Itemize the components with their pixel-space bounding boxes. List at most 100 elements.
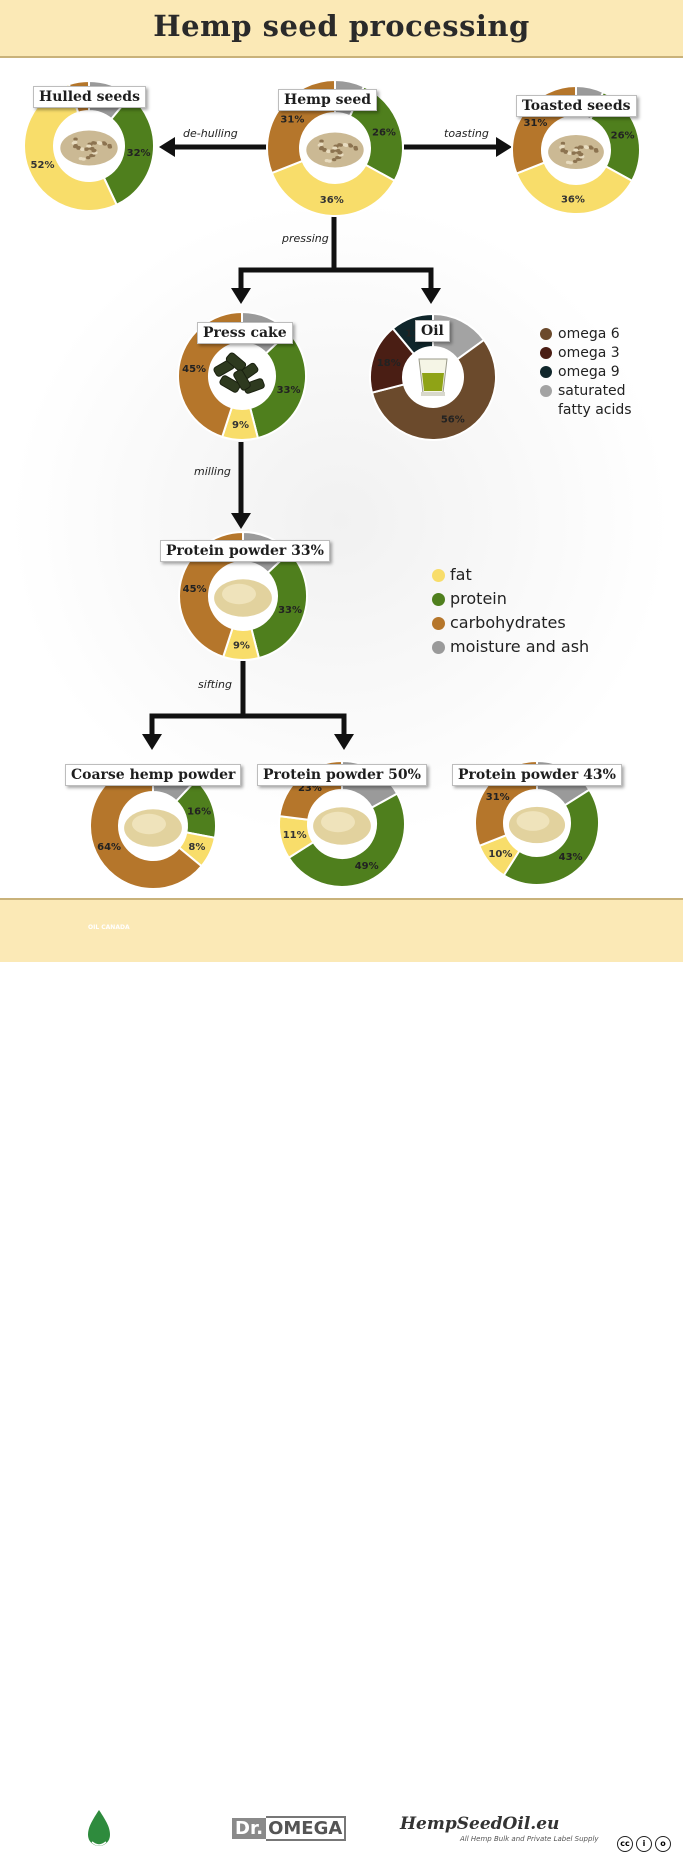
arrowhead-oil <box>421 288 441 304</box>
oil-legend: omega 6 omega 3 omega 9 saturated fatty aci… <box>540 325 660 420</box>
label-protein43: Protein powder 43% <box>452 764 622 786</box>
slice-label-hemp_seed-protein: 26% <box>372 128 396 139</box>
legend-swatch-omega6 <box>540 328 552 340</box>
powder-image <box>313 807 371 845</box>
label-protein33: Protein powder 33% <box>160 540 330 562</box>
process-diagram: 26%36%31%32%52%5%26%36%31%33%9%45%56%18%… <box>10 78 670 890</box>
legend-swatch-carbohydrates <box>432 617 445 630</box>
slice-label-hemp_seed-fat: 36% <box>320 195 344 206</box>
arrowhead-coarse <box>142 734 162 750</box>
arrowhead-protein50 <box>334 734 354 750</box>
slice-label-protein33-protein: 33% <box>278 605 302 616</box>
legend-item-omega9: omega 9 <box>540 363 660 382</box>
slice-label-oil-omega3: 18% <box>377 358 401 369</box>
arrowhead-protein33 <box>231 513 251 529</box>
label-protein50: Protein powder 50% <box>257 764 427 786</box>
slice-label-protein43-carbohydrates: 31% <box>486 792 510 803</box>
legend-item-moisture: moisture and ash <box>432 635 632 659</box>
slice-label-protein43-protein: 43% <box>559 852 583 863</box>
background-glow <box>10 200 670 840</box>
donut-hulled: 32%52%5% <box>23 79 155 212</box>
slice-label-coarse-fat: 8% <box>188 842 205 853</box>
powder-image <box>508 806 566 844</box>
label-hulled: Hulled seeds <box>33 86 146 108</box>
legend-swatch-saturated <box>540 385 552 397</box>
legend-swatch-moisture <box>432 641 445 654</box>
footer-bar: OIL CANADA Dr.OMEGA HempSeedOil.eu All H… <box>0 898 683 1852</box>
slice-label-oil-omega6: 56% <box>441 415 465 426</box>
legend-label-protein: protein <box>450 589 507 608</box>
legend-label-carbohydrates: carbohydrates <box>450 613 566 632</box>
slice-label-protein50-fat: 11% <box>283 830 307 841</box>
edge-label-hemp_seed-press_cake: pressing <box>282 232 329 245</box>
seed-image <box>548 135 604 169</box>
by-icon: i <box>636 1836 652 1852</box>
legend-item-protein: protein <box>432 587 632 611</box>
edge-label-press_cake-protein33: milling <box>194 465 231 478</box>
pellet-image <box>213 352 265 394</box>
legend-item-omega6: omega 6 <box>540 325 660 344</box>
slice-label-protein50-protein: 49% <box>355 861 379 872</box>
powder-image <box>214 579 272 617</box>
slice-label-press_cake-protein: 33% <box>277 385 301 396</box>
nutrient-legend: fat protein carbohydrates moisture and ash <box>432 563 632 659</box>
legend-item-omega3: omega 3 <box>540 344 660 363</box>
edge-hemp_seed-press_cake <box>238 216 337 300</box>
slice-label-hulled-protein: 32% <box>127 148 151 159</box>
cc-icon: cc <box>617 1836 633 1852</box>
sa-icon: o <box>655 1836 671 1852</box>
seed-image <box>60 130 118 166</box>
label-oil: Oil <box>415 320 450 342</box>
legend-swatch-omega3 <box>540 347 552 359</box>
oil-canada-logo[interactable] <box>84 1808 114 1852</box>
slice-label-hemp_seed-carbohydrates: 31% <box>280 115 304 126</box>
edge-label-protein33-coarse: sifting <box>198 678 232 691</box>
powder-image <box>124 809 182 847</box>
edge-label-hemp_seed-toasted: toasting <box>444 127 489 140</box>
slice-label-press_cake-fat: 9% <box>232 420 249 431</box>
dr-omega-logo[interactable]: Dr.OMEGA <box>232 1816 347 1844</box>
arrowhead-toasted <box>496 137 512 157</box>
legend-label-omega3: omega 3 <box>558 345 620 361</box>
legend-label-moisture: moisture and ash <box>450 637 590 656</box>
donut-protein50: 49% 11% 23% <box>278 759 406 888</box>
page-title: Hemp seed processing <box>153 9 530 43</box>
oil-canada-text: OIL CANADA <box>88 924 130 931</box>
legend-swatch-fat <box>432 569 445 582</box>
slice-label-coarse-protein: 16% <box>187 807 211 818</box>
header-bar: Hemp seed processing <box>0 0 683 58</box>
slice-label-toasted-protein: 26% <box>611 130 635 141</box>
slice-label-toasted-carbohydrates: 31% <box>524 118 548 129</box>
label-coarse: Coarse hemp powder <box>65 764 242 786</box>
legend-label-omega9: omega 9 <box>558 364 620 380</box>
arrowhead-press_cake <box>231 288 251 304</box>
label-toasted: Toasted seeds <box>516 95 637 117</box>
hempseedoil-logo[interactable]: HempSeedOil.eu <box>400 1814 560 1834</box>
legend-swatch-protein <box>432 593 445 606</box>
slice-label-protein50-carbohydrates: 23% <box>298 783 322 794</box>
legend-label-fat: fat <box>450 565 472 584</box>
slice-label-coarse-carbohydrates: 64% <box>97 842 121 853</box>
arrowhead-hulled <box>159 137 175 157</box>
oil-glass-image <box>418 358 448 396</box>
slice-label-toasted-fat: 36% <box>561 194 585 205</box>
edge-label-hemp_seed-hulled: de-hulling <box>183 127 238 140</box>
seed-image <box>306 132 364 168</box>
legend-item-fat: fat <box>432 563 632 587</box>
slice-label-protein43-fat: 10% <box>488 849 512 860</box>
slice-label-protein33-fat: 9% <box>233 640 250 651</box>
dr-omega-left: Dr. <box>232 1818 267 1839</box>
legend-swatch-omega9 <box>540 366 552 378</box>
slice-label-press_cake-carbohydrates: 45% <box>182 364 206 375</box>
slice-label-protein33-carbohydrates: 45% <box>183 584 207 595</box>
slice-label-hulled-fat: 52% <box>31 160 55 171</box>
slice-protein33-carbohydrates <box>178 530 244 659</box>
edge-protein33-coarse <box>149 661 246 746</box>
legend-label-saturated: saturated fatty acids <box>558 383 632 418</box>
dr-omega-right: OMEGA <box>266 1816 347 1841</box>
hempseedoil-tagline: All Hemp Bulk and Private Label Supply <box>460 1835 599 1843</box>
legend-item-saturated: saturated fatty acids <box>540 382 660 420</box>
legend-label-omega6: omega 6 <box>558 326 620 342</box>
label-hemp_seed: Hemp seed <box>278 89 378 111</box>
donut-hemp_seed: 26% 36% 31% <box>266 78 404 217</box>
